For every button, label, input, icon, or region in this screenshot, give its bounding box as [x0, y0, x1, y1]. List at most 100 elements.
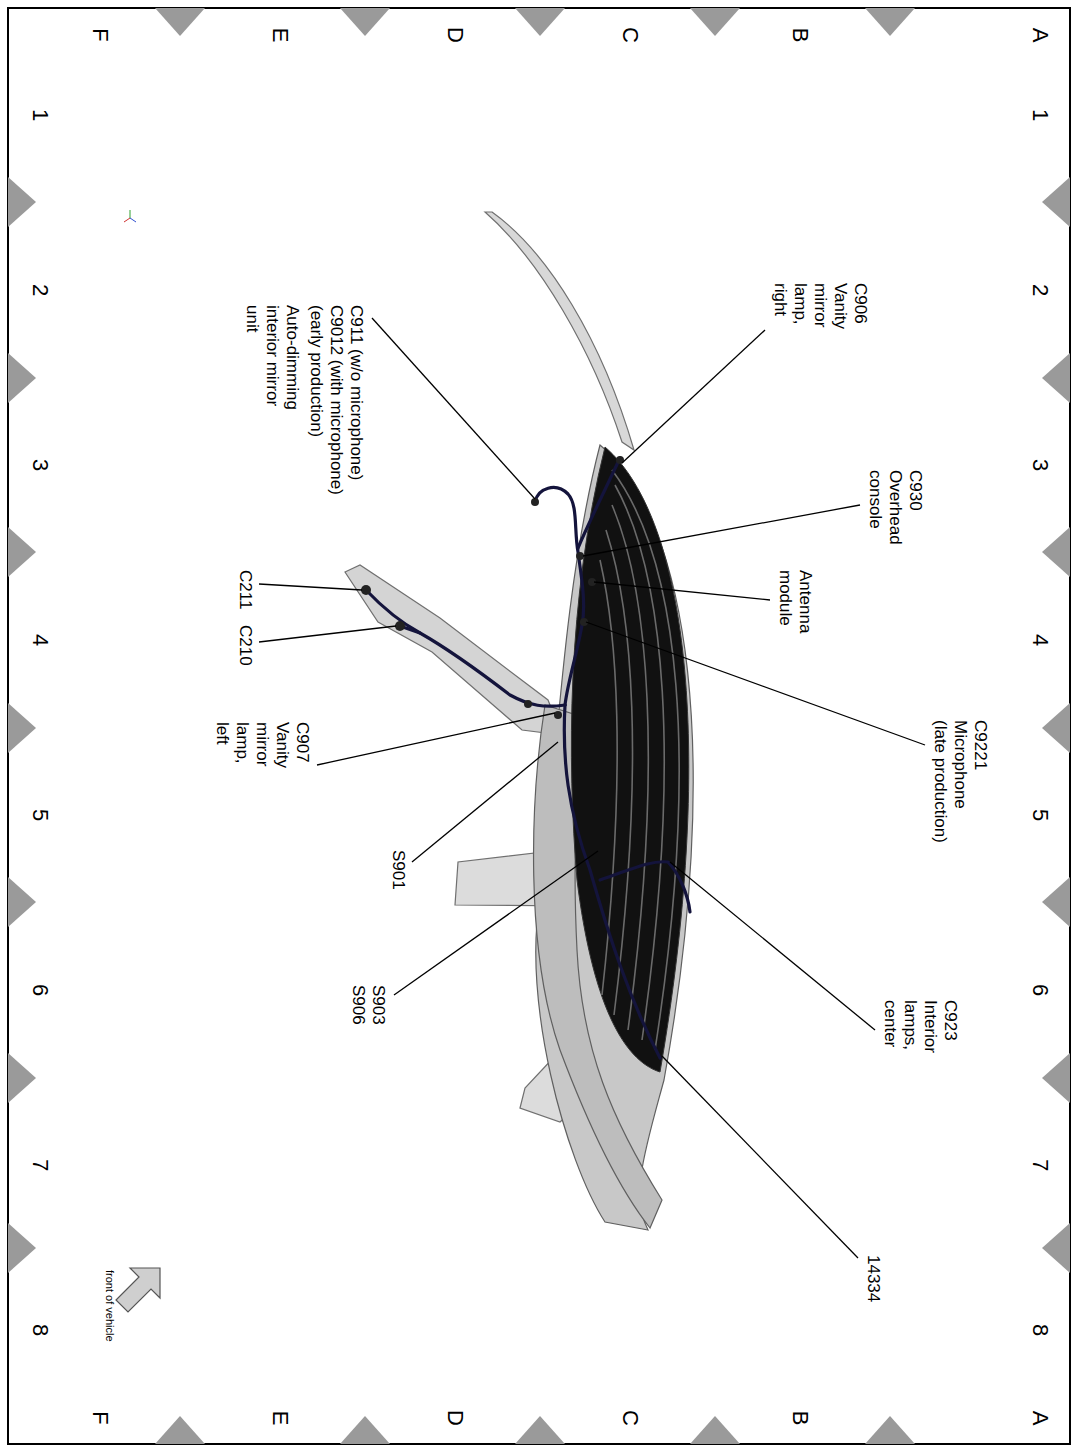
- grid-reference: 8: [1028, 1324, 1052, 1336]
- callout-label: C906 Vanity mirror lamp, right: [770, 283, 870, 345]
- grid-marker: [340, 8, 390, 36]
- connector: [531, 498, 539, 506]
- grid-reference: A: [1028, 28, 1052, 43]
- grid-reference: 7: [1028, 1159, 1052, 1171]
- grid-marker: [155, 1416, 205, 1444]
- harness-wire: [564, 705, 660, 1058]
- grid-reference: 6: [28, 984, 52, 996]
- grid-markers: [8, 8, 1070, 1444]
- front-arrow: [116, 1268, 160, 1312]
- frame-border: [8, 8, 1070, 1444]
- leader-line: [670, 862, 875, 1030]
- grid-reference: E: [268, 28, 292, 43]
- leader-line: [594, 582, 770, 600]
- headliner: [571, 447, 688, 1072]
- grid-marker: [8, 877, 36, 927]
- grid-reference: A: [1028, 1411, 1052, 1426]
- grid-marker: [340, 1416, 390, 1444]
- leader-line: [259, 584, 362, 590]
- grid-marker: [865, 8, 915, 36]
- callout-label: C210: [235, 625, 255, 666]
- grid-reference: C: [618, 27, 642, 43]
- leader-line: [259, 626, 396, 642]
- grid-reference: 1: [28, 109, 52, 121]
- grid-reference: F: [88, 28, 112, 41]
- grid-marker: [8, 703, 36, 753]
- roof-bow: [612, 470, 679, 1050]
- axis-icon: [124, 210, 136, 222]
- callout-label: C9221 Microphone (late production): [930, 720, 990, 845]
- grid-reference: B: [788, 1411, 812, 1426]
- connector: [576, 552, 584, 560]
- grid-reference: 7: [28, 1159, 52, 1171]
- callout-label: C930 Overhead console: [865, 470, 925, 552]
- grid-reference: 8: [28, 1324, 52, 1336]
- harness-wire: [366, 590, 565, 706]
- leader-line: [662, 1056, 858, 1258]
- harness-wire: [600, 862, 690, 912]
- grid-reference: 5: [28, 809, 52, 821]
- grid-marker: [1042, 527, 1070, 577]
- grid-marker: [8, 527, 36, 577]
- axis-line: [130, 218, 136, 222]
- grid-reference: 2: [28, 284, 52, 296]
- grid-marker: [1042, 177, 1070, 227]
- roof-bows: [600, 470, 679, 1050]
- connector: [395, 621, 405, 631]
- grid-marker: [8, 353, 36, 403]
- grid-marker: [1042, 703, 1070, 753]
- grid-marker: [1042, 1223, 1070, 1273]
- callout-label: C211: [235, 570, 255, 609]
- grid-reference: C: [618, 1410, 642, 1426]
- callout-label: S903 S906: [348, 985, 388, 1035]
- leader-line: [317, 713, 555, 765]
- grid-marker: [1042, 877, 1070, 927]
- roof-rail-right: [485, 212, 634, 450]
- leader-line: [372, 318, 535, 499]
- direction-note: front of vehicle: [103, 1270, 116, 1342]
- a-pillar-left: [345, 565, 562, 735]
- grid-reference: 5: [1028, 809, 1052, 821]
- callout-label: 14334: [863, 1255, 883, 1302]
- grid-reference: 3: [28, 459, 52, 471]
- grid-marker: [1042, 1053, 1070, 1103]
- wiring-harness: [361, 456, 690, 1058]
- harness-wire: [535, 488, 584, 705]
- connector: [554, 711, 562, 719]
- roof-bow: [615, 485, 664, 1040]
- grid-reference: D: [443, 27, 467, 43]
- grid-reference: 2: [1028, 284, 1052, 296]
- grid-marker: [515, 1416, 565, 1444]
- grid-reference: 6: [1028, 984, 1052, 996]
- connector: [524, 700, 532, 708]
- grid-reference: 4: [28, 634, 52, 646]
- grid-marker: [8, 1223, 36, 1273]
- grid-reference: 1: [1028, 109, 1052, 121]
- grid-marker: [1042, 353, 1070, 403]
- callout-label: C923 Interior lamps, center: [880, 1000, 960, 1060]
- leader-line: [412, 742, 558, 862]
- leader-line: [586, 622, 925, 745]
- grid-marker: [690, 1416, 740, 1444]
- grid-reference: B: [788, 28, 812, 43]
- roof-bow: [606, 530, 633, 1015]
- leader-line: [622, 330, 765, 463]
- grid-marker: [8, 1053, 36, 1103]
- callout-label: C911 (w/o microphone): [346, 305, 366, 480]
- callout-label: Antenna module: [775, 570, 815, 642]
- grid-reference: E: [268, 1411, 292, 1426]
- connector: [361, 585, 371, 595]
- callout-label: C9012 (with microphone) (early productio…: [306, 305, 346, 505]
- grid-marker: [515, 8, 565, 36]
- leader-line: [583, 505, 860, 556]
- grid-reference: F: [88, 1411, 112, 1424]
- axis-line: [130, 210, 131, 218]
- harness-wire: [578, 458, 620, 548]
- callout-label: Auto-dimming interior mirror unit: [242, 305, 302, 417]
- grid-marker: [8, 177, 36, 227]
- leader-line: [394, 851, 598, 995]
- callout-label: C907 Vanity mirror lamp, left: [212, 722, 312, 784]
- grid-marker: [865, 1416, 915, 1444]
- grid-reference: D: [443, 1410, 467, 1426]
